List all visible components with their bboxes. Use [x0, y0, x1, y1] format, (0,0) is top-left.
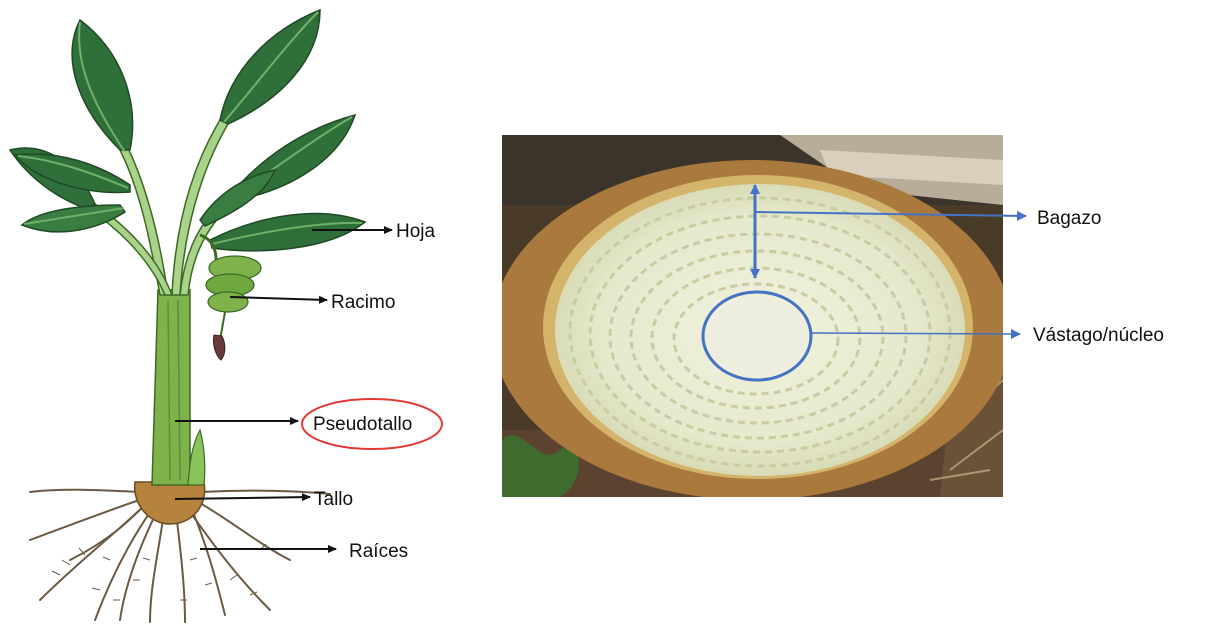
plant-arrows — [175, 230, 392, 549]
banana-plant-illustration — [10, 10, 365, 622]
label-raices: Raíces — [349, 541, 408, 562]
pseudostem-drawing — [152, 290, 190, 485]
label-vastago-nucleo: Vástago/núcleo — [1033, 325, 1164, 346]
label-bagazo: Bagazo — [1037, 208, 1101, 229]
label-hoja: Hoja — [396, 221, 436, 242]
label-pseudotallo: Pseudotallo — [313, 414, 412, 435]
label-racimo: Racimo — [331, 292, 395, 313]
label-tallo: Tallo — [314, 489, 353, 510]
cross-section-photo — [492, 135, 1012, 500]
